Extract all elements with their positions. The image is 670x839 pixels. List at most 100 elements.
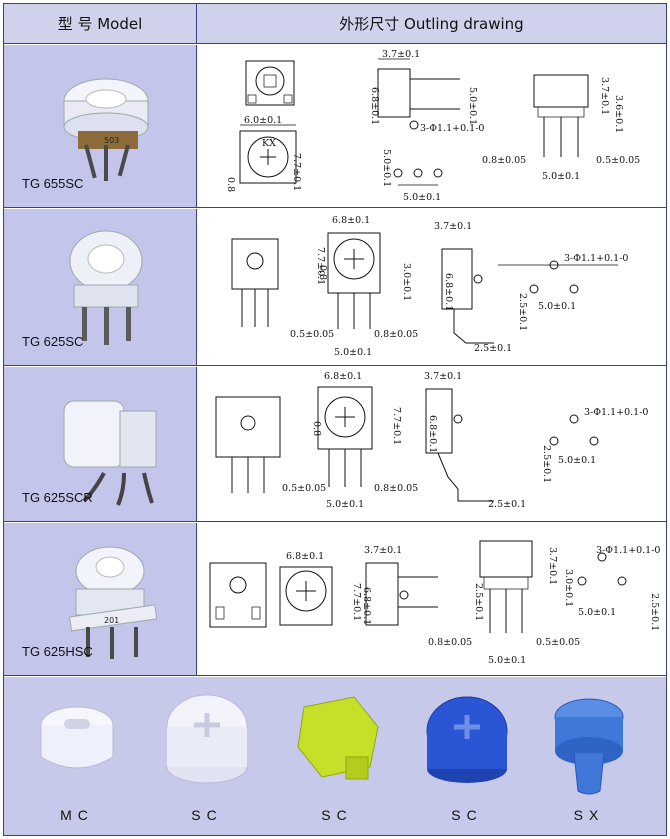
- drawing-cell: 6.8±0.1 7.7±0.1 0.8 3.0±0.1 0.5±0.05 0.8…: [198, 209, 666, 365]
- dim-k: 0.8±0.05: [428, 637, 472, 648]
- dim-d: 3-Φ1.1+0.1-0: [420, 123, 484, 134]
- cap-sc-blue-icon: [426, 696, 508, 783]
- outline-drawing: 6.8±0.1 7.7±0.1 0.8 0.5±0.05 0.8±0.05 5.…: [215, 371, 648, 510]
- dim-c: 3.7±0.1: [364, 545, 402, 556]
- header-drawing: 外形尺寸 Outling drawing: [197, 4, 666, 44]
- cap-mc: MC: [22, 687, 132, 832]
- dim-b: 7.7±0.1: [351, 583, 362, 621]
- cap-label: MC: [60, 807, 94, 823]
- model-label: TG 625HSC: [22, 644, 93, 659]
- dim-g: 3-Φ1.1+0.1-0: [564, 253, 628, 264]
- dim-e: 6.0±0.1: [244, 115, 282, 126]
- row-tg625scr: TG 625SCR 6.8±0.1 7.7±0.1 0.8 0.5±0.05 0…: [4, 367, 666, 522]
- dim-a: 6.8±0.1: [332, 215, 370, 226]
- dim-j: 0.5±0.05: [290, 329, 334, 340]
- dim-d: 3.0±0.1: [401, 263, 412, 301]
- dim-c: 0.8: [311, 421, 322, 436]
- dim-h: 5.0±0.1: [381, 149, 392, 187]
- dim-j: 2.5±0.1: [649, 593, 660, 631]
- product-photo: 201: [69, 546, 158, 659]
- dim-m: 5.0±0.1: [488, 655, 526, 666]
- model-cell: 201 TG 625HSC: [4, 523, 197, 675]
- header-model-label: 型 号 Model: [57, 15, 143, 33]
- dim-f: 7.7±0.1: [291, 153, 302, 191]
- dim-e: 3.7±0.1: [434, 221, 472, 232]
- dim-h: 5.0±0.1: [558, 455, 596, 466]
- row-tg625hsc: 201 TG 625HSC 6.8±0.1 7.7±0.1 3.7±0.1 6.…: [4, 523, 666, 676]
- row-tg625sc: TG 625SC 6.8±0.1 7.7±0.1 0.8 3.0±0.1 0.5…: [4, 209, 666, 366]
- dim-c: 0.8: [317, 265, 328, 280]
- dim-m: 0.5±0.05: [596, 155, 640, 166]
- dim-f: 6.8±0.1: [443, 273, 454, 311]
- dim-h: 2.5±0.1: [517, 293, 528, 331]
- dim-l: 5.0±0.1: [334, 347, 372, 358]
- cap-sc-blue: SC: [412, 687, 522, 832]
- cap-sx: SX: [534, 687, 644, 832]
- header-model: 型 号 Model: [4, 4, 197, 44]
- header-drawing-label: 外形尺寸 Outling drawing: [339, 15, 524, 33]
- dim-e: 2.5±0.1: [473, 583, 484, 621]
- drawing-cell: 6.8±0.1 7.7±0.1 0.8 0.5±0.05 0.8±0.05 5.…: [198, 367, 666, 521]
- outline-drawing: 6.8±0.1 7.7±0.1 0.8 3.0±0.1 0.5±0.05 0.8…: [231, 215, 628, 358]
- outline-drawing: KX 6.0±0.1 7.7±0.1 0.8 3.7±0.1 6.8±0.1 5…: [225, 49, 640, 203]
- dim-b: 7.7±0.1: [315, 247, 326, 285]
- dim-m: 2.5±0.1: [474, 343, 512, 354]
- cap-sc-yellow: SC: [282, 687, 392, 832]
- dim-j: 3.7±0.1: [599, 77, 610, 115]
- photo-mark: 201: [104, 616, 119, 625]
- dim-i: 5.0±0.1: [403, 192, 441, 203]
- dim-k: 5.0±0.1: [326, 499, 364, 510]
- product-photo: [63, 400, 157, 506]
- dim-b: 7.7±0.1: [391, 407, 402, 445]
- dim-k: 3.6±0.1: [613, 95, 624, 133]
- dim-g: 3.0±0.1: [563, 569, 574, 607]
- dim-c: 5.0±0.1: [467, 87, 478, 125]
- cap-label: SC: [321, 807, 353, 823]
- dim-e: 6.8±0.1: [427, 415, 438, 453]
- model-cell: 503 TG 655SC: [4, 45, 197, 207]
- dim-f: 3.7±0.1: [547, 547, 558, 585]
- dim-i: 0.5±0.05: [282, 483, 326, 494]
- cap-label: SC: [191, 807, 223, 823]
- dim-i: 5.0±0.1: [538, 301, 576, 312]
- row-tg655sc: 503 TG 655SC KX 6.0±0.1 7.7±0.1 0.8: [4, 45, 666, 208]
- dim-a: 6.8±0.1: [286, 551, 324, 562]
- cap-mc-icon: [40, 706, 114, 769]
- outline-drawing: 6.8±0.1 7.7±0.1 3.7±0.1 6.8±0.1 2.5±0.1 …: [209, 540, 660, 666]
- dim-k: 0.8±0.05: [374, 329, 418, 340]
- caps-strip: MC SC SC: [4, 677, 666, 835]
- dim-g: 2.5±0.1: [541, 445, 552, 483]
- dim-f: 3-Φ1.1+0.1-0: [584, 407, 648, 418]
- dim-b: 6.8±0.1: [369, 87, 380, 125]
- datasheet: 型 号 Model 外形尺寸 Outling drawing 503 TG 65…: [3, 3, 667, 836]
- cap-sc-white: SC: [152, 687, 262, 832]
- model-label: TG 625SC: [22, 334, 84, 349]
- dim-d: 6.8±0.1: [361, 587, 372, 625]
- cap-label: SC: [451, 807, 483, 823]
- cap-sc-white-icon: [166, 694, 248, 784]
- dim-i: 5.0±0.1: [578, 607, 616, 618]
- cap-sx-icon: [554, 698, 624, 795]
- model-label: TG 625SCR: [22, 490, 93, 505]
- dim-j: 0.8±0.05: [374, 483, 418, 494]
- dim-d: 3.7±0.1: [424, 371, 462, 382]
- product-photo: [69, 230, 143, 345]
- dim-l: 0.5±0.05: [536, 637, 580, 648]
- photo-mark: 503: [104, 136, 119, 145]
- dim-a: 6.8±0.1: [324, 371, 362, 382]
- model-cell: TG 625SC: [4, 209, 197, 365]
- product-photo: 503: [63, 78, 149, 181]
- drawing-cell: 6.8±0.1 7.7±0.1 3.7±0.1 6.8±0.1 2.5±0.1 …: [198, 523, 666, 675]
- dim-h: 3-Φ1.1+0.1-0: [596, 545, 660, 556]
- model-cell: TG 625SCR: [4, 367, 197, 521]
- dim-a: 3.7±0.1: [382, 49, 420, 60]
- cap-label: SX: [573, 807, 605, 823]
- dim-g: 0.8: [225, 177, 236, 192]
- dim-l: 0.8±0.05: [482, 155, 526, 166]
- dim-kx: KX: [262, 138, 276, 149]
- drawing-cell: KX 6.0±0.1 7.7±0.1 0.8 3.7±0.1 6.8±0.1 5…: [198, 45, 666, 207]
- cap-sc-yellow-icon: [297, 696, 379, 780]
- dim-n: 5.0±0.1: [542, 171, 580, 182]
- model-label: TG 655SC: [22, 176, 84, 191]
- dim-l: 2.5±0.1: [488, 499, 526, 510]
